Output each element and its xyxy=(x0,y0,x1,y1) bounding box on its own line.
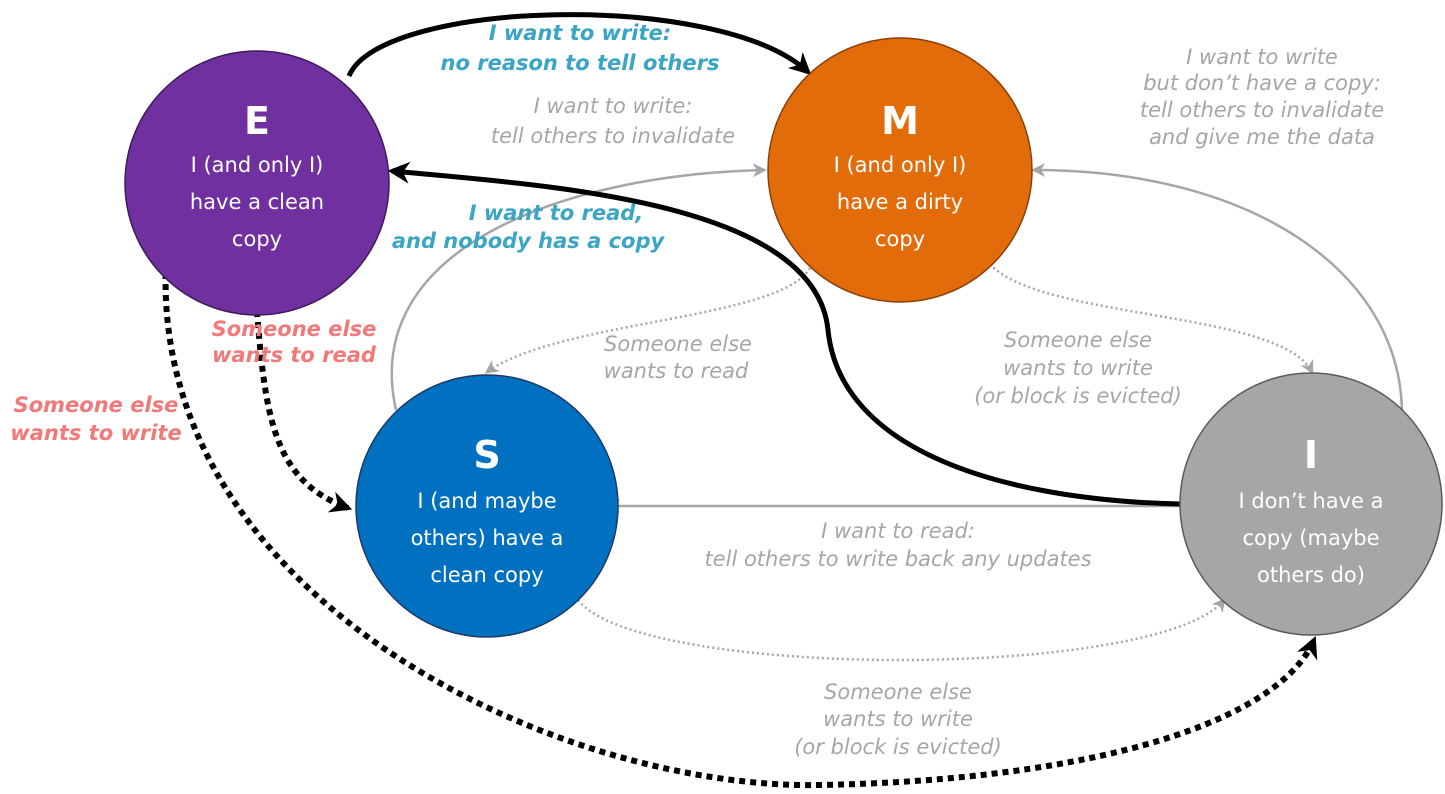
label-m-to-i-line-3: (or block is evicted) xyxy=(974,384,1182,408)
state-s-circle xyxy=(355,374,619,638)
label-i-to-m-line-4: and give me the data xyxy=(1149,125,1375,149)
state-i-line-3: others do) xyxy=(1257,563,1365,587)
label-m-to-i-line-1: Someone else xyxy=(1004,328,1152,352)
label-m-to-s-line-2: wants to read xyxy=(604,359,749,383)
label-s-to-m-line-2: tell others to invalidate xyxy=(491,124,735,148)
label-s-to-i-line-2: wants to write xyxy=(823,707,973,731)
state-s-line-3: clean copy xyxy=(430,563,543,587)
label-e-to-s-line-1: Someone else xyxy=(212,317,377,341)
label-e-to-i-line-1: Someone else xyxy=(14,393,179,417)
state-s: S I (and maybe others) have a clean copy xyxy=(355,374,619,638)
label-m-to-i-line-2: wants to write xyxy=(1003,356,1153,380)
label-i-to-m-line-1: I want to write xyxy=(1186,45,1338,69)
state-s-line-2: others) have a xyxy=(411,526,564,550)
state-m-circle xyxy=(767,37,1033,303)
label-i-to-s-line-2: tell others to write back any updates xyxy=(704,547,1091,571)
edge-i-to-e xyxy=(387,161,1181,507)
state-e-line-2: have a clean xyxy=(190,190,324,214)
label-e-to-m-line-1: I want to write: xyxy=(489,21,671,45)
state-s-letter: S xyxy=(473,433,500,477)
label-s-to-i-line-3: (or block is evicted) xyxy=(794,735,1002,759)
state-e-circle xyxy=(124,50,390,316)
state-i-line-1: I don’t have a xyxy=(1238,489,1383,513)
state-m-letter: M xyxy=(881,99,919,143)
state-i-letter: I xyxy=(1304,433,1318,477)
label-e-to-i-line-2: wants to write xyxy=(10,421,181,445)
state-i-line-2: copy (maybe xyxy=(1242,526,1379,550)
label-i-to-m-line-2: but don’t have a copy: xyxy=(1143,71,1381,95)
state-i: I I don’t have a copy (maybe others do) xyxy=(1179,372,1443,636)
label-s-to-i-line-1: Someone else xyxy=(824,680,972,704)
state-e-line-1: I (and only I) xyxy=(191,153,324,177)
state-m-line-3: copy xyxy=(875,227,925,251)
edge-s-to-i xyxy=(577,597,1226,662)
state-s-line-1: I (and maybe xyxy=(417,489,556,513)
edge-e-to-m xyxy=(346,12,812,78)
label-i-to-e-line-2: and nobody has a copy xyxy=(392,229,666,253)
edge-m-to-i xyxy=(989,263,1314,375)
edge-m-to-s xyxy=(484,267,812,374)
state-e-line-3: copy xyxy=(232,227,282,251)
label-m-to-s-line-1: Someone else xyxy=(604,332,752,356)
label-i-to-s-line-1: I want to read: xyxy=(821,519,975,543)
edge-e-to-s xyxy=(253,299,353,513)
state-m: M I (and only I) have a dirty copy xyxy=(767,37,1033,303)
state-e-letter: E xyxy=(244,99,270,143)
state-i-circle xyxy=(1179,372,1443,636)
state-m-line-2: have a dirty xyxy=(837,190,963,214)
edge-s-to-m xyxy=(390,163,767,411)
edge-i-to-m xyxy=(1031,163,1404,413)
label-e-to-s-line-2: wants to read xyxy=(212,343,377,367)
label-i-to-m-line-3: tell others to invalidate xyxy=(1140,98,1384,122)
state-m-line-1: I (and only I) xyxy=(834,153,967,177)
label-s-to-m-line-1: I want to write: xyxy=(534,94,693,118)
edge-e-to-i xyxy=(162,261,1318,789)
state-e: E I (and only I) have a clean copy xyxy=(124,50,390,316)
label-i-to-e-line-1: I want to read, xyxy=(469,201,644,225)
label-e-to-m-line-2: no reason to tell others xyxy=(441,51,720,75)
